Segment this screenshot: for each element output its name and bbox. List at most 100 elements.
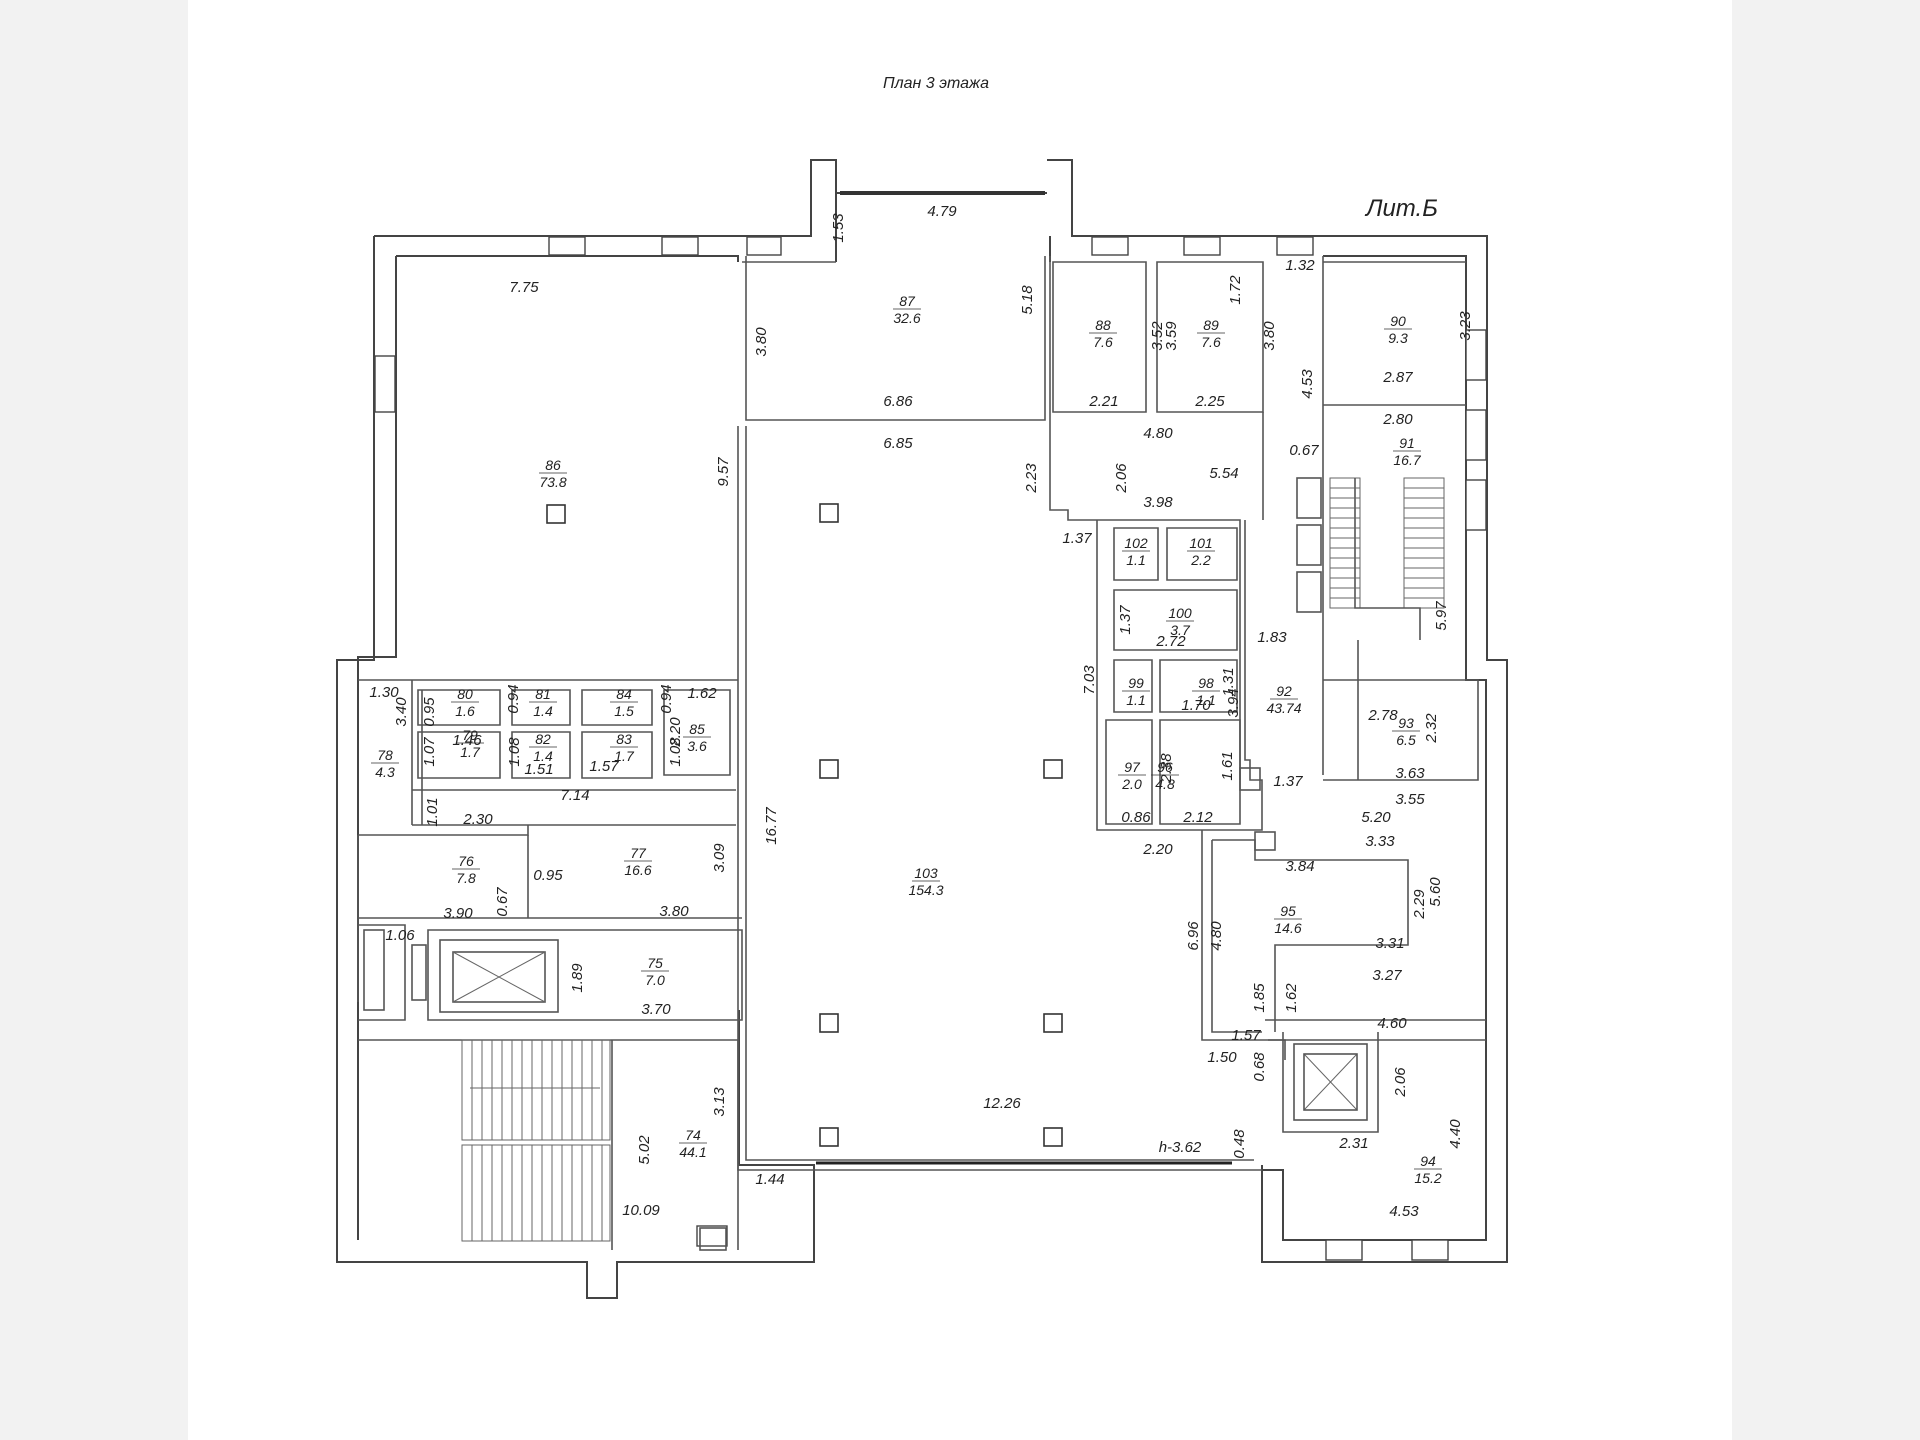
dimension-label: 2.06 xyxy=(1113,463,1130,494)
room-number: 96 xyxy=(1157,759,1173,775)
room-number: 101 xyxy=(1189,535,1212,551)
dimension-label: 1.37 xyxy=(1273,773,1303,790)
dimension-label: 3.80 xyxy=(659,903,689,920)
room-area: 7.6 xyxy=(1093,334,1113,350)
room-area: 1.5 xyxy=(614,703,634,719)
room-area: 7.6 xyxy=(1201,334,1221,350)
room-area: 16.7 xyxy=(1393,452,1421,468)
room-number: 85 xyxy=(689,721,705,737)
room-number: 77 xyxy=(630,845,647,861)
room-area: 6.5 xyxy=(1396,732,1416,748)
columns xyxy=(546,503,1063,1147)
dimension-label: h-3.62 xyxy=(1159,1139,1202,1156)
room-number: 99 xyxy=(1128,675,1144,691)
dimension-label: 1.83 xyxy=(1257,629,1287,646)
dimension-label: 1.85 xyxy=(1251,983,1268,1013)
windows xyxy=(374,191,1487,1261)
interior-walls xyxy=(357,256,1486,1250)
stair-left xyxy=(461,1039,727,1251)
dimension-label: 3.09 xyxy=(711,843,728,873)
dimension-label: 0.86 xyxy=(1121,809,1151,826)
room-area: 16.6 xyxy=(624,862,651,878)
dimension-label: 2.30 xyxy=(462,811,493,828)
dimension-label: 2.32 xyxy=(1423,713,1440,744)
room-number: 78 xyxy=(377,747,393,763)
room-area: 154.3 xyxy=(908,882,943,898)
dimension-label: 3.23 xyxy=(1457,311,1474,341)
dimension-label: 0.67 xyxy=(1289,442,1319,459)
room-area: 1.7 xyxy=(614,748,635,764)
room-number: 89 xyxy=(1203,317,1219,333)
dimension-label: 1.57 xyxy=(589,758,619,775)
dimension-label: 1.72 xyxy=(1227,275,1244,305)
room-number: 81 xyxy=(535,686,551,702)
room-area: 1.7 xyxy=(460,744,481,760)
room-area: 1.1 xyxy=(1126,552,1145,568)
room-number: 79 xyxy=(462,727,478,743)
dimension-label: 5.18 xyxy=(1019,285,1036,315)
dimension-label: 1.31 xyxy=(1220,667,1237,696)
room-number: 93 xyxy=(1398,715,1414,731)
dimension-label: 5.60 xyxy=(1427,877,1444,907)
dimension-label: 2.06 xyxy=(1392,1067,1409,1098)
dimension-label: 2.25 xyxy=(1194,393,1225,410)
dimension-label: 1.62 xyxy=(687,685,717,702)
dimension-label: 6.96 xyxy=(1185,921,1202,951)
room-area: 2.0 xyxy=(1121,776,1142,792)
dimension-label: 1.89 xyxy=(569,963,586,993)
dimension-label: 3.98 xyxy=(1143,494,1173,511)
room-number: 88 xyxy=(1095,317,1111,333)
dimension-label: 2.78 xyxy=(1367,707,1398,724)
dimension-label: 1.01 xyxy=(424,797,441,826)
dimension-label: 3.33 xyxy=(1365,833,1395,850)
dimension-label: 1.61 xyxy=(1219,751,1236,780)
room-area: 3.6 xyxy=(687,738,707,754)
dimension-label: 7.75 xyxy=(509,279,539,296)
dimension-label: 1.07 xyxy=(421,737,438,767)
room-area: 9.3 xyxy=(1388,330,1408,346)
room-number: 100 xyxy=(1168,605,1192,621)
room-number: 97 xyxy=(1124,759,1141,775)
dimension-label: 3.52 xyxy=(1149,321,1166,351)
dimension-label: 1.62 xyxy=(1283,983,1300,1013)
room-area: 1.4 xyxy=(533,748,553,764)
dimension-label: 2.87 xyxy=(1382,369,1413,386)
room-number: 82 xyxy=(535,731,551,747)
dimension-label: 5.54 xyxy=(1209,465,1238,482)
room-number: 98 xyxy=(1198,675,1214,691)
dimension-label: 2.12 xyxy=(1182,809,1213,826)
dimension-label: 9.57 xyxy=(715,457,732,487)
room-number: 90 xyxy=(1390,313,1406,329)
dimension-label: 3.31 xyxy=(1375,935,1404,952)
dimension-label: 3.80 xyxy=(753,327,770,357)
stair-right xyxy=(1296,477,1445,640)
dimension-label: 2.20 xyxy=(667,717,684,748)
dimension-label: 2.20 xyxy=(1142,841,1173,858)
room-area: 3.7 xyxy=(1170,622,1191,638)
room-number: 94 xyxy=(1420,1153,1436,1169)
dimension-label: 4.53 xyxy=(1389,1203,1419,1220)
dimension-label: 4.60 xyxy=(1377,1015,1407,1032)
room-area: 4.8 xyxy=(1155,776,1175,792)
dimension-label: 4.79 xyxy=(927,203,957,220)
dimension-label: 3.27 xyxy=(1372,967,1402,984)
dimension-label: 4.80 xyxy=(1208,921,1225,951)
dimension-label: 1.44 xyxy=(755,1171,784,1188)
dimension-label: 3.70 xyxy=(641,1001,671,1018)
dimension-label: 1.32 xyxy=(1285,257,1315,274)
room-number: 91 xyxy=(1399,435,1415,451)
dimension-label: 0.95 xyxy=(533,867,563,884)
dimension-label: 1.08 xyxy=(506,737,523,767)
room-area: 1.1 xyxy=(1126,692,1145,708)
dimension-label: 1.06 xyxy=(385,927,415,944)
room-area: 7.8 xyxy=(456,870,476,886)
dimension-label: 2.29 xyxy=(1411,889,1428,920)
dimension-label: 0.67 xyxy=(494,887,511,917)
dimension-label: 3.13 xyxy=(711,1087,728,1117)
dimension-label: 1.46 xyxy=(452,732,482,749)
room-number: 102 xyxy=(1124,535,1148,551)
room-number: 75 xyxy=(647,955,663,971)
dimension-label: 3.84 xyxy=(1285,858,1314,875)
